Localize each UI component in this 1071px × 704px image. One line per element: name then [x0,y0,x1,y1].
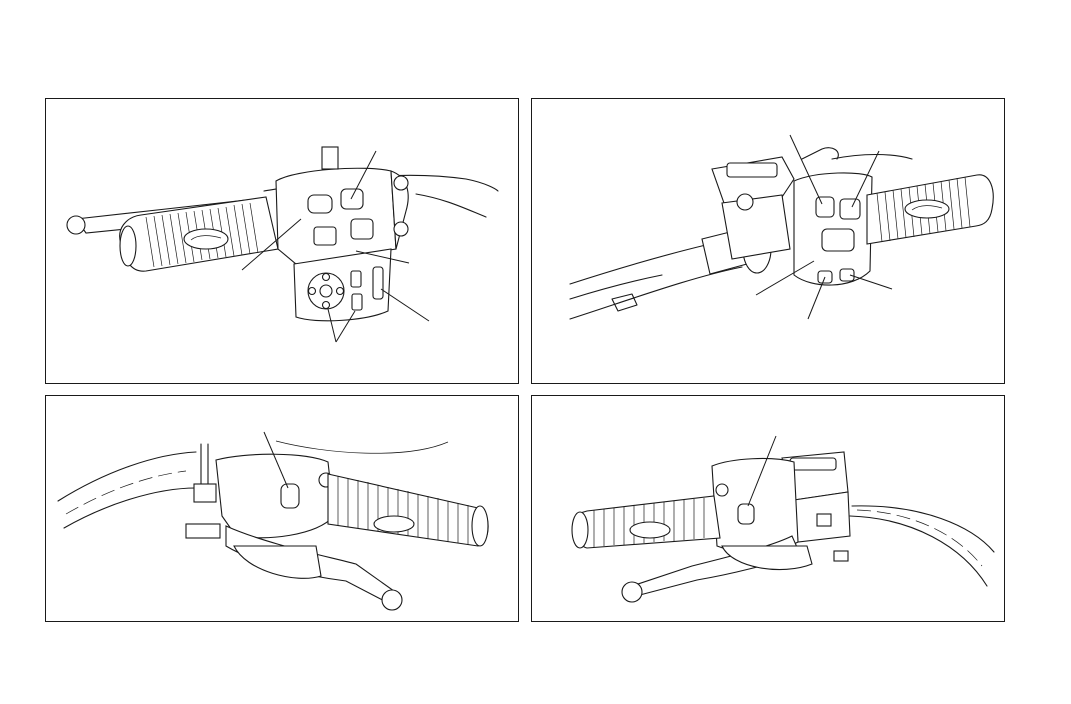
callout-leader [380,288,430,322]
grip-logo-badge [373,515,415,533]
brake-lever-illustration [57,431,489,611]
handlebar-grip [571,495,721,549]
handlebar-tube [849,515,988,587]
lever-tip [66,215,86,235]
right-handlebar-panel [531,98,1005,384]
lever-tip [381,589,403,611]
callout-leader [241,218,302,271]
callout-leader [327,308,337,343]
callout-leader [747,435,777,507]
left-handlebar-panel [45,98,519,384]
brake-lever-panel [45,395,519,622]
grip-logo-badge [183,228,229,250]
callout-leader [755,260,815,296]
grip-logo-badge [904,199,950,219]
switch-button [280,483,300,509]
switch-button-lower-right [839,268,855,282]
rocker-switch [372,266,384,300]
switch-button-upper-right [340,188,364,210]
left-handlebar-illustration [66,146,499,343]
toggle-switch [313,226,337,246]
switch-button-upper-left [307,194,333,214]
switch-button-upper-right [839,198,861,220]
callout-leader [789,134,823,205]
callout-leader [350,150,377,200]
callout-leader [355,250,410,264]
callout-leader [807,276,826,320]
lever-tip [621,581,643,603]
callout-leader [263,431,289,489]
handlebar-grip [327,473,489,547]
handlebar-tube [57,451,197,502]
clutch-lever-illustration [571,435,995,603]
handlebar-grip [119,196,279,272]
callout-leader [335,310,356,343]
switch-housing [275,146,409,322]
mirror-mount [321,146,339,170]
switch-housing [215,453,335,539]
right-handlebar-illustration [569,134,994,320]
handlebar-grip [866,174,994,245]
clutch-lever-panel [531,395,1005,622]
switch-button-upper-left [815,196,835,218]
grip-logo-badge [629,521,671,539]
callout-leader [849,274,893,290]
start-stop-switch [821,228,855,252]
switch-button [737,503,755,525]
callout-leader [851,150,880,208]
